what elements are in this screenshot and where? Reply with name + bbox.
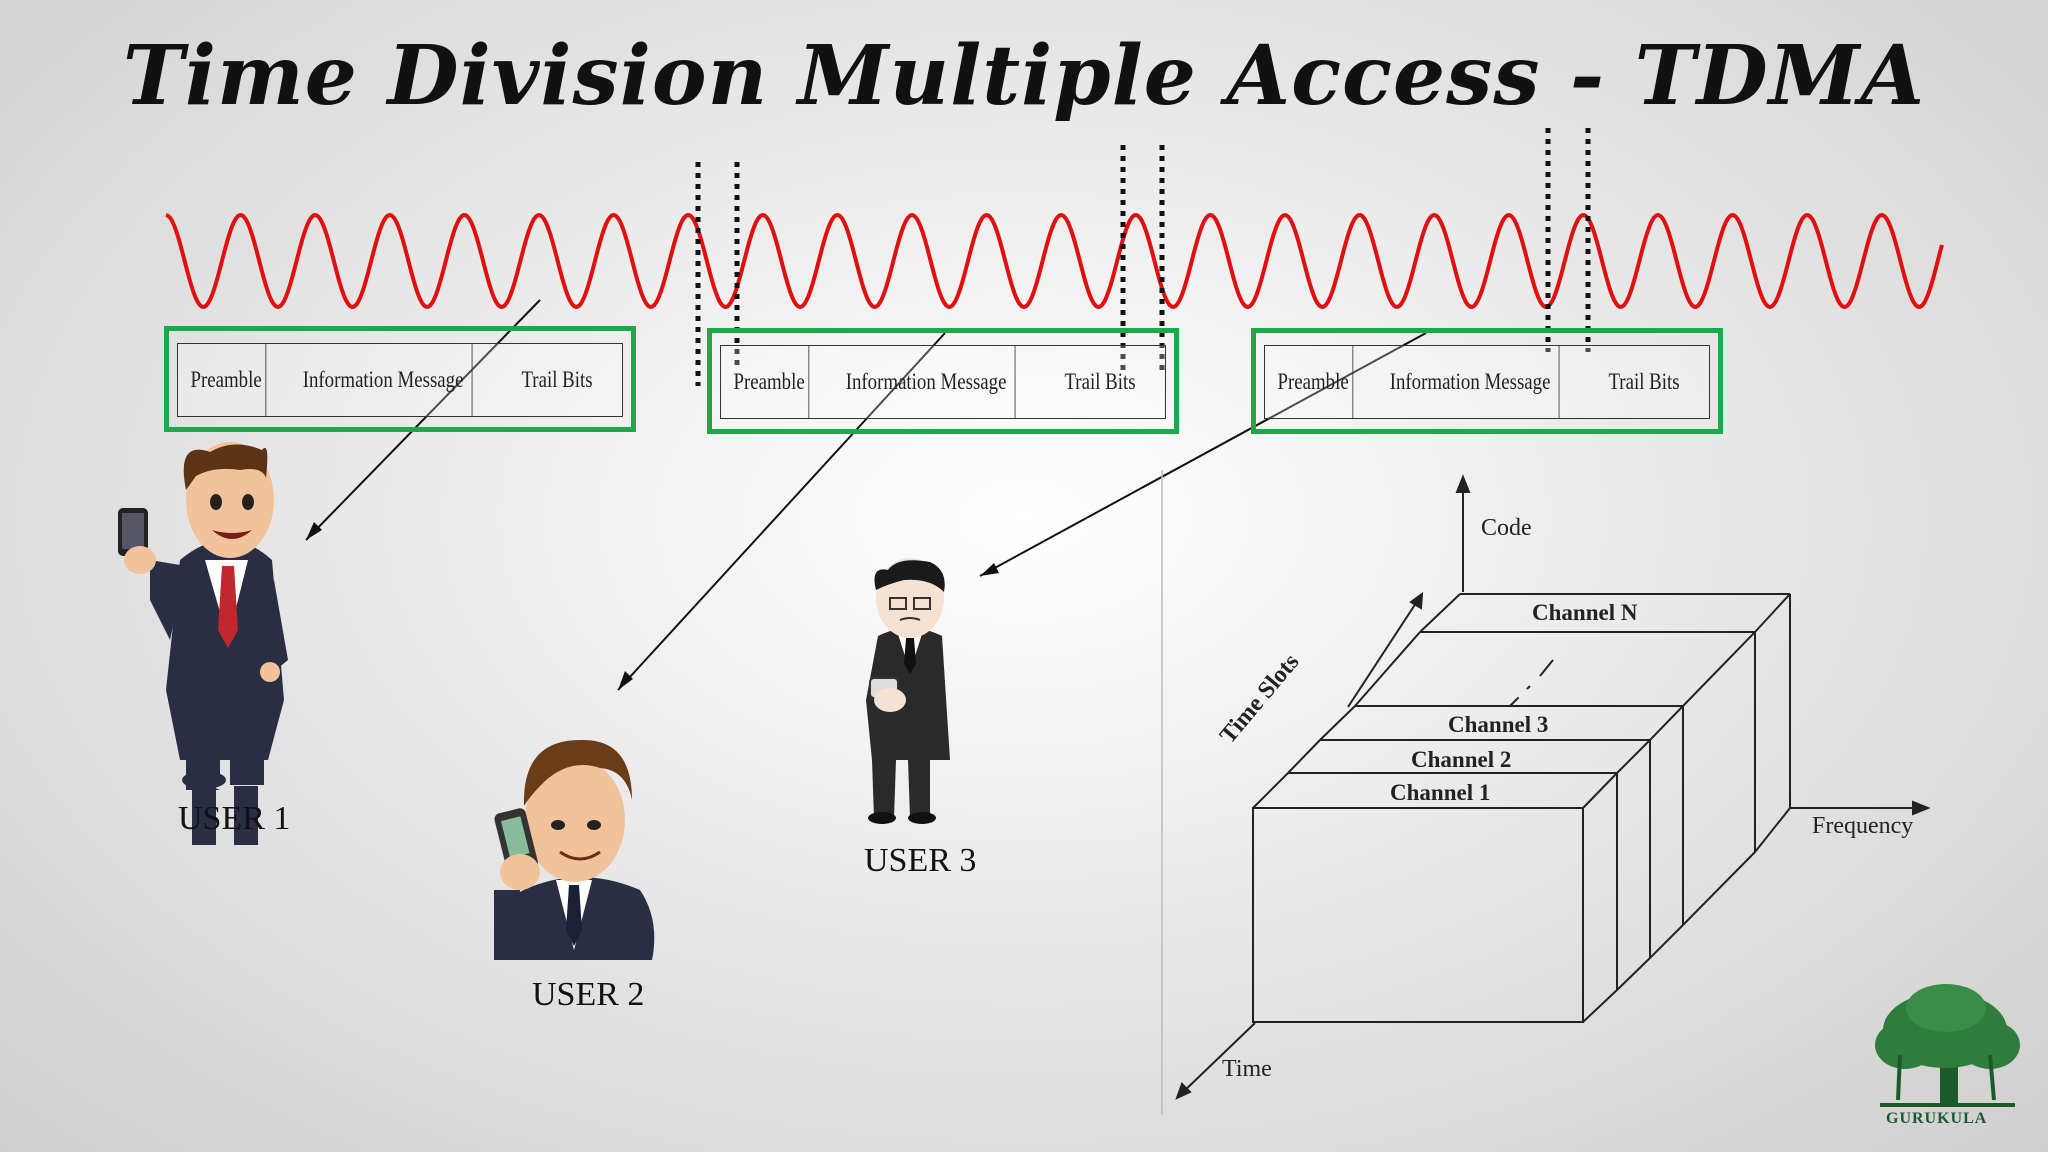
information-message-field: Information Message — [1382, 346, 1560, 418]
time-axis — [1179, 1022, 1256, 1096]
information-message-field: Information Message — [295, 344, 473, 416]
time-slot-frame-3: Preamble Information Message Trail Bits — [1251, 328, 1723, 434]
frequency-axis-label: Frequency — [1812, 813, 1914, 839]
user-3-figure — [866, 558, 950, 824]
code-axis-label: Code — [1481, 515, 1532, 541]
preamble-field: Preamble — [1274, 346, 1354, 418]
time-slot-frame-2: Preamble Information Message Trail Bits — [707, 328, 1179, 434]
trail-bits-field: Trail Bits — [1064, 369, 1136, 394]
user-1-label: USER 1 — [178, 800, 291, 837]
arrow-user-2 — [617, 332, 946, 691]
trail-bits-field: Trail Bits — [521, 367, 593, 392]
time-axis-label: Time — [1222, 1056, 1272, 1082]
preamble-field: Preamble — [187, 344, 267, 416]
channel-3-label: Channel 3 — [1448, 712, 1549, 737]
carrier-wave — [165, 212, 1944, 310]
logo-tree-icon — [1875, 984, 2020, 1107]
time-slot-frame-1: Preamble Information Message Trail Bits — [164, 326, 636, 432]
arrow-user-1 — [305, 299, 541, 541]
user-2-label: USER 2 — [532, 976, 645, 1013]
channel-1-label: Channel 1 — [1390, 780, 1491, 805]
page-title: Time Division Multiple Access - TDMA — [122, 28, 1926, 124]
user-3-label: USER 3 — [864, 842, 977, 879]
arrow-user-3 — [979, 332, 1427, 577]
user-arrows — [305, 299, 1427, 691]
user-1-figure — [118, 442, 288, 845]
trail-bits-field: Trail Bits — [1608, 369, 1680, 394]
tdma-3d-diagram — [1175, 474, 1931, 1100]
channel-n-label: Channel N — [1532, 600, 1638, 625]
channel-2-label: Channel 2 — [1411, 747, 1512, 772]
information-message-field: Information Message — [838, 346, 1016, 418]
user-2-figure — [494, 739, 655, 960]
time-slots-arrow — [1347, 599, 1419, 708]
logo-text: GURUKULA — [1886, 1110, 1988, 1127]
arrow-heads — [306, 522, 999, 690]
preamble-field: Preamble — [730, 346, 810, 418]
